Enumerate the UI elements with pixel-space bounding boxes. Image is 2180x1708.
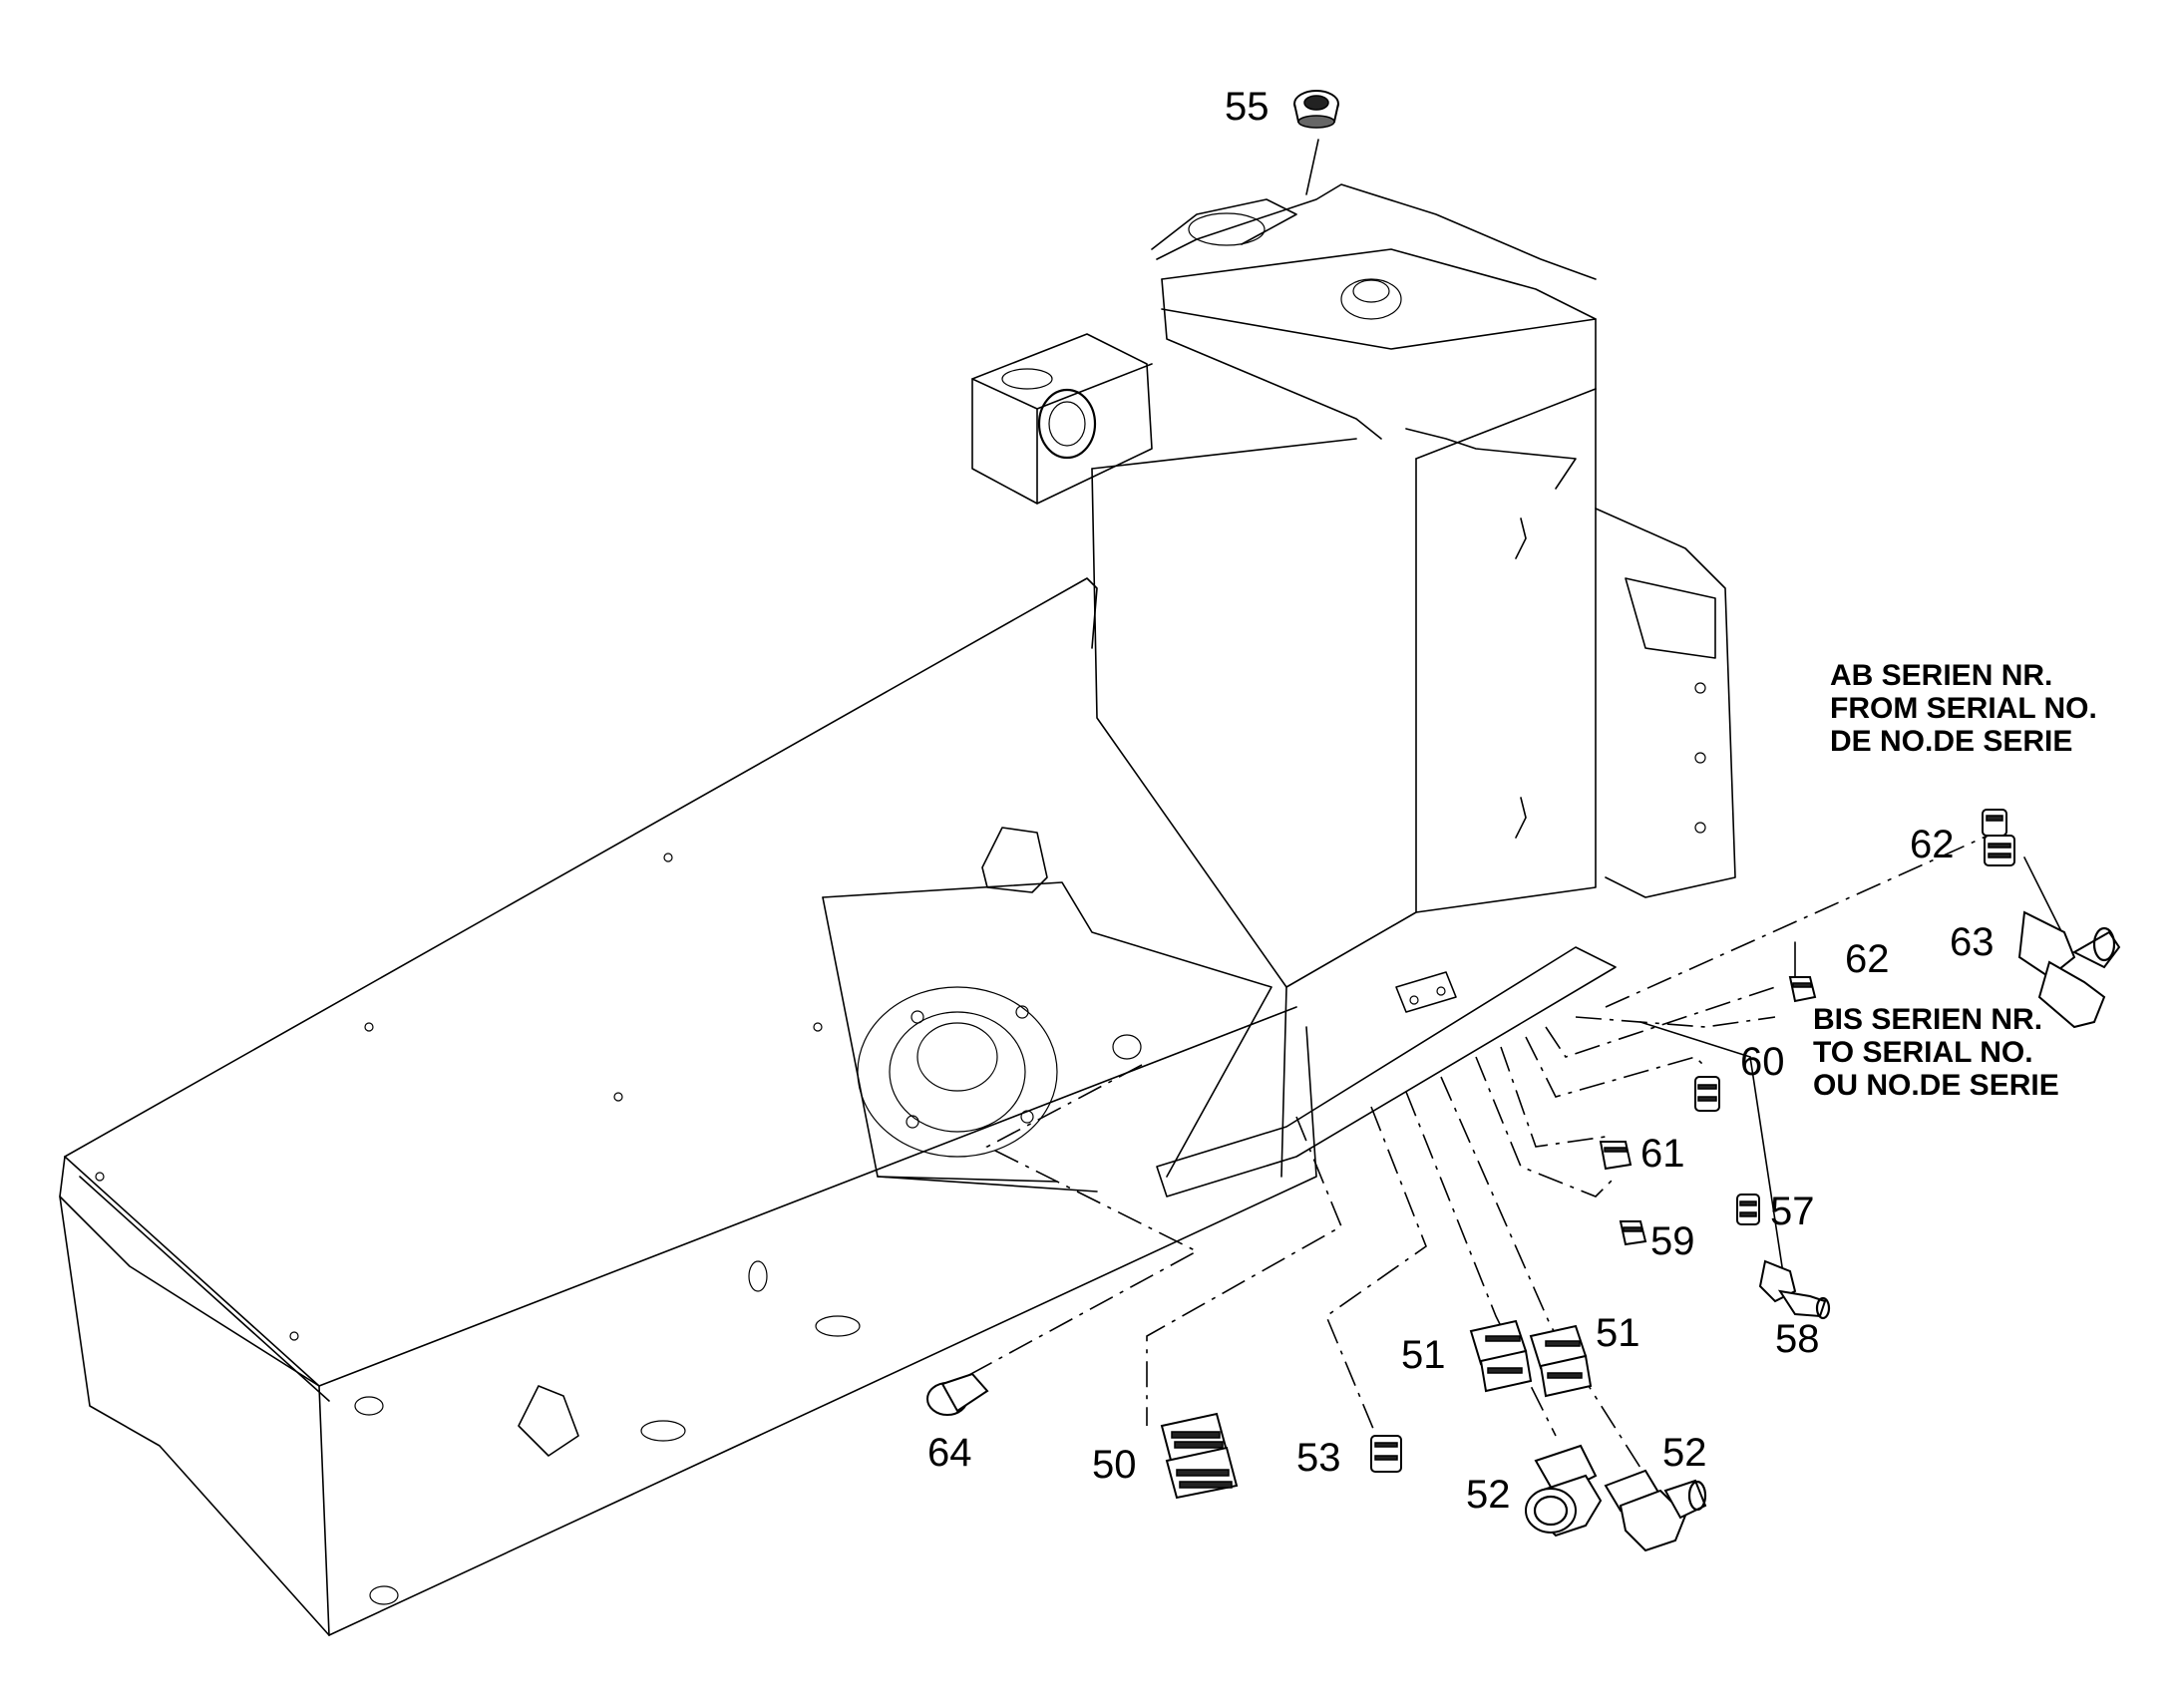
leader-lines — [966, 139, 2065, 1477]
callout-53: 53 — [1296, 1436, 1341, 1480]
callout-61: 61 — [1640, 1132, 1685, 1176]
callout-60: 60 — [1740, 1040, 1785, 1084]
note-from-serial-line-1: AB SERIEN NR. — [1830, 659, 2052, 692]
note-from-serial-line-2: FROM SERIAL NO. — [1830, 692, 2097, 725]
leader-62a — [1605, 832, 1996, 1008]
part-63-elbow — [2017, 910, 2121, 1029]
part-59-plug — [1619, 1220, 1647, 1246]
part-64-bolt — [926, 1372, 989, 1416]
callout-58: 58 — [1775, 1317, 1820, 1361]
leader-60 — [1525, 1036, 1706, 1098]
callout-57: 57 — [1770, 1190, 1815, 1233]
callout-55: 55 — [1225, 85, 1270, 129]
note-to-serial-line-2: TO SERIAL NO. — [1813, 1036, 2033, 1069]
leader-55 — [1305, 139, 1319, 195]
part-62a-fitting — [1982, 809, 2015, 866]
leader-57-58 — [1575, 1016, 1776, 1028]
callout-52b: 52 — [1662, 1431, 1707, 1475]
leader-59 — [1475, 1056, 1617, 1197]
leader-61 — [1500, 1046, 1617, 1148]
note-from-serial-line-3: DE NO.DE SERIE — [1830, 725, 2072, 758]
callout-59: 59 — [1650, 1219, 1695, 1263]
note-from-serial: AB SERIEN NR. FROM SERIAL NO. DE NO.DE S… — [1830, 659, 2097, 758]
leader-64 — [966, 1064, 1199, 1377]
callout-labels: 55 62 63 62 60 61 57 59 58 51 51 64 50 5… — [927, 85, 1995, 1517]
part-52b-elbow — [1604, 1469, 1707, 1552]
callout-62b: 62 — [1845, 937, 1890, 981]
part-61-plug — [1599, 1141, 1633, 1171]
callout-51b: 51 — [1596, 1311, 1640, 1355]
note-to-serial-line-3: OU NO.DE SERIE — [1813, 1069, 2059, 1102]
leader-62b — [1545, 986, 1776, 1058]
callout-50: 50 — [1092, 1443, 1137, 1487]
parts — [926, 90, 2121, 1552]
part-52a-elbow — [1525, 1444, 1603, 1537]
part-55-cap — [1293, 90, 1339, 129]
callout-64: 64 — [927, 1431, 972, 1475]
leader-53 — [1325, 1106, 1427, 1437]
callout-63: 63 — [1950, 920, 1995, 964]
part-58-elbow — [1758, 1259, 1831, 1320]
part-62b-plug — [1788, 976, 1817, 1003]
part-51a-fitting — [1469, 1319, 1533, 1393]
part-57-fitting — [1736, 1194, 1760, 1225]
callout-51a: 51 — [1401, 1333, 1446, 1377]
leader-50 — [1146, 1116, 1343, 1426]
callout-62a: 62 — [1910, 823, 1955, 866]
part-53-fitting — [1370, 1435, 1402, 1473]
part-51b-fitting — [1529, 1324, 1593, 1398]
housing-outline — [59, 183, 1736, 1636]
note-to-serial-line-1: BIS SERIEN NR. — [1813, 1003, 2042, 1036]
note-to-serial: BIS SERIEN NR. TO SERIAL NO. OU NO.DE SE… — [1813, 1003, 2059, 1102]
leader-51-52-b — [1440, 1076, 1646, 1477]
callout-52a: 52 — [1466, 1473, 1511, 1517]
part-60-fitting — [1694, 1076, 1720, 1112]
part-50-fitting — [1160, 1412, 1239, 1500]
leader-51-52-a — [1405, 1091, 1557, 1437]
